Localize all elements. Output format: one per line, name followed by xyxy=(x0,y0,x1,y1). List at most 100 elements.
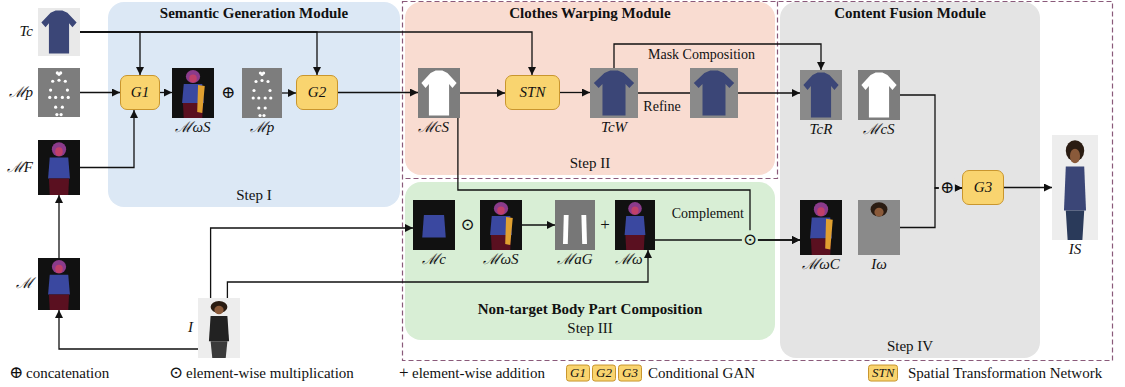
legs xyxy=(1066,211,1084,240)
thumbnail-illustration xyxy=(172,68,214,118)
pose-point xyxy=(260,79,263,82)
connector xyxy=(560,92,590,93)
image-ground xyxy=(690,68,738,118)
image-label: ℳωC xyxy=(802,256,840,273)
operator-symbol: ⊕ xyxy=(220,83,236,103)
pose-point xyxy=(57,73,60,76)
image-ground xyxy=(413,200,455,250)
image-thumbnail: I xyxy=(198,298,240,358)
step-label: Step IV xyxy=(780,338,1040,355)
pose-point xyxy=(264,106,267,109)
step-label: Step III xyxy=(405,320,775,337)
pose-point xyxy=(257,106,260,109)
thumbnail-illustration xyxy=(38,140,80,195)
image-label: TcW xyxy=(601,119,627,136)
pose-point xyxy=(55,113,58,116)
hair xyxy=(871,202,888,216)
image-ground xyxy=(858,70,900,120)
image-thumbnail: ℳωC xyxy=(800,200,842,255)
shirt-shape xyxy=(694,71,734,116)
pose-point xyxy=(268,89,271,92)
pose-point xyxy=(61,96,64,99)
operator-symbol: ⊕ xyxy=(939,178,955,198)
legend-box-label: G1 xyxy=(566,365,590,382)
thumbnail-illustration xyxy=(800,70,842,120)
image-thumbnail: ℳaG xyxy=(555,200,595,250)
pose-point xyxy=(61,106,64,109)
image-ground xyxy=(38,140,80,195)
connector xyxy=(522,224,555,225)
pose-point xyxy=(54,106,57,109)
image-ground xyxy=(242,68,282,118)
legend-box-label: G2 xyxy=(592,365,616,382)
module-title: Clothes Warping Module xyxy=(405,5,775,22)
arm-region xyxy=(505,217,513,245)
operator-symbol: ⊙ xyxy=(742,230,758,250)
thumbnail-illustration xyxy=(418,68,460,118)
pants-region xyxy=(625,235,644,250)
pose-point xyxy=(264,96,267,99)
hair-region xyxy=(186,70,200,83)
thumbnail-illustration xyxy=(590,68,638,118)
image-thumbnail: ℳcS xyxy=(858,70,900,120)
top-garment xyxy=(209,316,229,341)
legend-text: concatenation xyxy=(26,365,109,381)
pose-point xyxy=(60,113,63,116)
generator-label: G2 xyxy=(308,84,326,101)
pose-point xyxy=(51,80,54,83)
thumbnail-illustration xyxy=(38,68,80,117)
module-title: Content Fusion Module xyxy=(780,5,1040,22)
image-ground xyxy=(590,68,638,118)
legend-text: Conditional GAN xyxy=(648,365,755,381)
image-ground xyxy=(38,258,80,310)
image-ground xyxy=(615,200,655,250)
image-ground xyxy=(480,200,522,250)
legend-box-label: G3 xyxy=(618,365,642,382)
image-label: ℳω xyxy=(615,251,643,268)
step-label: Step I xyxy=(108,187,400,204)
thumbnail-illustration xyxy=(38,258,80,310)
legend-symbol: ⊕ xyxy=(8,363,24,383)
image-label: ℳaG xyxy=(557,251,592,268)
thumbnail-illustration xyxy=(858,200,900,255)
pose-point xyxy=(66,88,69,91)
thumbnail-illustration xyxy=(858,70,900,120)
hair-region xyxy=(52,260,66,274)
image-label: ℳcS xyxy=(418,119,449,136)
image-ground xyxy=(800,200,842,255)
step-label: Step II xyxy=(405,155,775,172)
torso-region xyxy=(625,216,646,235)
connector xyxy=(655,239,800,240)
dashed-frame xyxy=(403,2,1113,361)
torso-region xyxy=(422,215,446,238)
generator-box: G3 xyxy=(962,170,1004,205)
hair-region xyxy=(52,142,66,156)
face-region xyxy=(189,75,197,83)
pose-point xyxy=(57,79,60,82)
thumbnail-illustration xyxy=(555,200,595,250)
module-panel: ℳcℳωSℳaGℳωNon-target Body Part Compositi… xyxy=(405,182,775,340)
image-label: ℳp xyxy=(250,119,275,136)
face-region xyxy=(497,207,505,215)
connector xyxy=(80,32,532,75)
connector xyxy=(458,118,800,240)
connector xyxy=(160,92,172,93)
arm-region xyxy=(197,85,205,113)
connector-label: Mask Composition xyxy=(648,47,755,63)
pose-point xyxy=(269,96,272,99)
image-label: Iω xyxy=(871,256,887,273)
connector-label: Complement xyxy=(672,206,744,222)
image-thumbnail: ℳp xyxy=(38,68,80,117)
image-ground xyxy=(418,68,460,118)
image-thumbnail: TcR xyxy=(800,70,842,120)
image-thumbnail: ℳω xyxy=(615,200,655,250)
generator-box: G2 xyxy=(296,75,338,110)
image-label: ℳF xyxy=(7,159,33,176)
module-panel: G1ℳωSℳpG2Semantic Generation ModuleStep … xyxy=(108,2,400,207)
connector-label: Refine xyxy=(643,99,680,115)
pose-point xyxy=(49,88,52,91)
legend-text: element-wise multiplication xyxy=(186,365,354,381)
thumbnail-illustration xyxy=(480,200,522,250)
hair-region xyxy=(628,202,642,215)
image-ground xyxy=(38,68,80,117)
